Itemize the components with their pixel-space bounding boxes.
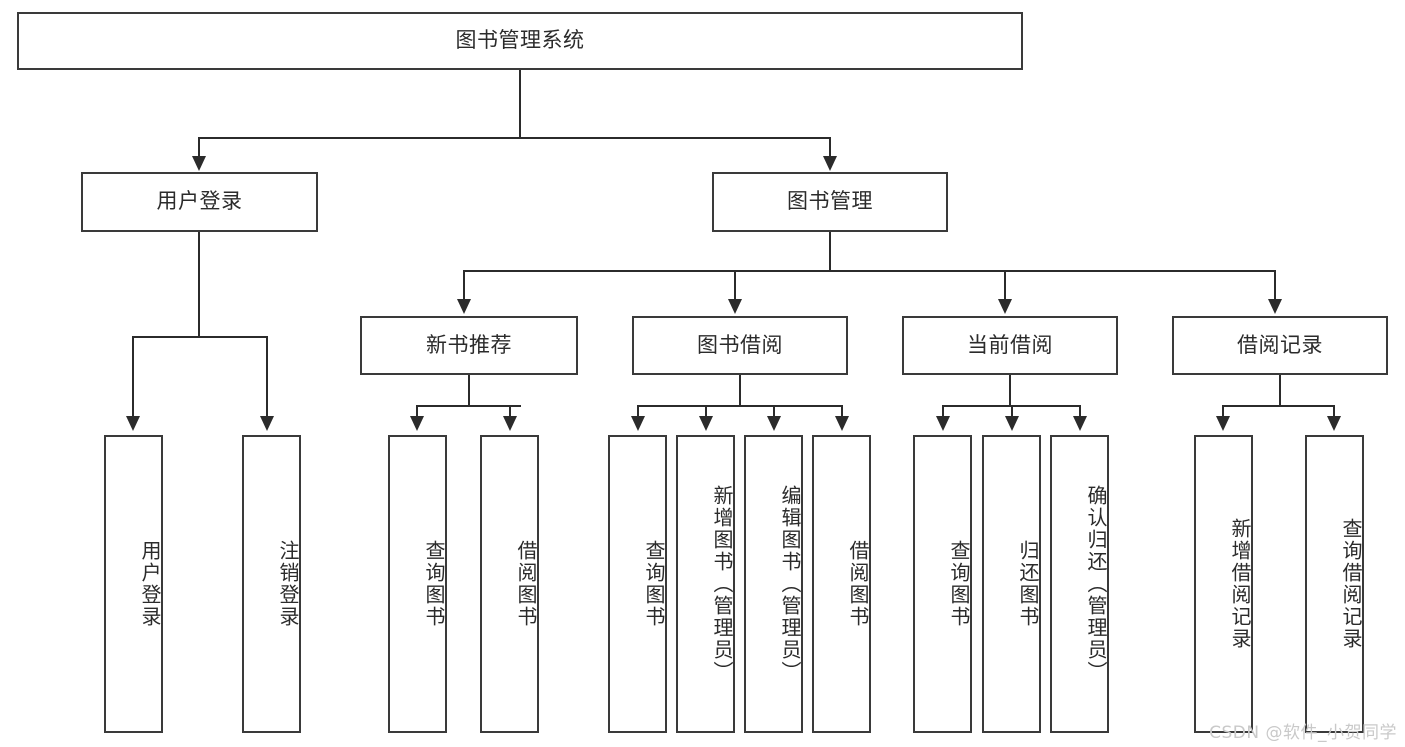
csdn-watermark: CSDN @软件_小贺同学 [1209, 723, 1397, 743]
leaf-user-login-logout[interactable]: 注销登录 [242, 435, 301, 733]
node-label: 注销登录 [276, 540, 300, 628]
arrowhead-book-borrow-to-leaf-2 [699, 416, 713, 431]
arrowhead-current-borrow-to-leaf-2 [1005, 416, 1019, 431]
node-new-book-recommend[interactable]: 新书推荐 [360, 316, 578, 375]
connector-root-bus [198, 137, 831, 139]
connector-current-borrow-to-leaf-2 [1011, 405, 1013, 418]
leaf-current-borrow-confirm[interactable]: 确认归还（管理员） [1050, 435, 1109, 733]
node-label: 查询图书 [422, 540, 446, 628]
node-label: 借阅图书 [514, 540, 538, 628]
leaf-new-book-query[interactable]: 查询图书 [388, 435, 447, 733]
arrowhead-root-to-book-manage [823, 156, 837, 171]
leaf-book-borrow-borrow[interactable]: 借阅图书 [812, 435, 871, 733]
node-label: 新书推荐 [426, 332, 512, 357]
connector-user-login-to-leaf-1 [132, 336, 134, 418]
arrowhead-new-book-to-leaf-2 [503, 416, 517, 431]
connector-to-borrow-record [1274, 270, 1276, 301]
connector-to-book-borrow [734, 270, 736, 301]
arrowhead-to-new-book [457, 299, 471, 314]
connector-root-to-user-login [198, 137, 200, 159]
node-current-borrow[interactable]: 当前借阅 [902, 316, 1118, 375]
connector-book-manage-bus [463, 270, 1275, 272]
node-borrow-record[interactable]: 借阅记录 [1172, 316, 1388, 375]
leaf-book-borrow-add[interactable]: 新增图书（管理员） [676, 435, 735, 733]
node-label: 借阅图书 [846, 540, 870, 628]
connector-to-current-borrow [1004, 270, 1006, 301]
node-root-system[interactable]: 图书管理系统 [17, 12, 1023, 70]
node-label: 借阅记录 [1237, 332, 1323, 357]
connector-book-borrow-to-leaf-2 [705, 405, 707, 418]
node-label: 新增图书（管理员） [710, 485, 734, 683]
leaf-borrow-record-query[interactable]: 查询借阅记录 [1305, 435, 1364, 733]
connector-borrow-record-to-leaf-1 [1222, 405, 1224, 418]
node-label: 图书管理 [787, 189, 873, 214]
arrowhead-new-book-to-leaf-1 [410, 416, 424, 431]
connector-book-manage-stem [829, 232, 831, 271]
connector-book-borrow-stem [739, 375, 741, 406]
node-label: 查询图书 [947, 540, 971, 628]
node-label: 编辑图书（管理员） [778, 485, 802, 683]
node-label: 查询借阅记录 [1339, 518, 1363, 650]
arrowhead-borrow-record-to-leaf-1 [1216, 416, 1230, 431]
node-book-borrow[interactable]: 图书借阅 [632, 316, 848, 375]
leaf-current-borrow-query[interactable]: 查询图书 [913, 435, 972, 733]
leaf-current-borrow-return[interactable]: 归还图书 [982, 435, 1041, 733]
arrowhead-book-borrow-to-leaf-4 [835, 416, 849, 431]
arrowhead-to-borrow-record [1268, 299, 1282, 314]
arrowhead-book-borrow-to-leaf-3 [767, 416, 781, 431]
node-label: 归还图书 [1016, 540, 1040, 628]
connector-to-new-book [463, 270, 465, 301]
arrowhead-to-book-borrow [728, 299, 742, 314]
leaf-borrow-record-add[interactable]: 新增借阅记录 [1194, 435, 1253, 733]
arrowhead-to-current-borrow [998, 299, 1012, 314]
node-label: 新增借阅记录 [1228, 518, 1252, 650]
connector-book-borrow-to-leaf-4 [841, 405, 843, 418]
connector-current-borrow-to-leaf-3 [1079, 405, 1081, 418]
connector-borrow-record-to-leaf-2 [1333, 405, 1335, 418]
connector-user-login-bus [132, 336, 267, 338]
leaf-book-borrow-query[interactable]: 查询图书 [608, 435, 667, 733]
arrowhead-book-borrow-to-leaf-1 [631, 416, 645, 431]
node-book-management[interactable]: 图书管理 [712, 172, 948, 232]
connector-user-login-to-leaf-2 [266, 336, 268, 418]
connector-root-stem [519, 70, 521, 138]
leaf-new-book-borrow[interactable]: 借阅图书 [480, 435, 539, 733]
node-label: 图书管理系统 [455, 28, 585, 53]
connector-new-book-to-leaf-2 [509, 405, 511, 418]
connector-new-book-to-leaf-1 [416, 405, 418, 418]
connector-borrow-record-stem [1279, 375, 1281, 406]
connector-book-borrow-to-leaf-1 [637, 405, 639, 418]
connector-root-to-book-manage [829, 137, 831, 159]
connector-new-book-stem [468, 375, 470, 406]
connector-book-borrow-bus [637, 405, 842, 407]
arrowhead-current-borrow-to-leaf-1 [936, 416, 950, 431]
node-label: 用户登录 [156, 189, 243, 214]
connector-borrow-record-bus [1222, 405, 1334, 407]
arrowhead-borrow-record-to-leaf-2 [1327, 416, 1341, 431]
connector-current-borrow-to-leaf-1 [942, 405, 944, 418]
connector-book-borrow-to-leaf-3 [773, 405, 775, 418]
node-label: 确认归还（管理员） [1084, 485, 1108, 683]
connector-new-book-bus [416, 405, 521, 407]
leaf-user-login-login[interactable]: 用户登录 [104, 435, 163, 733]
connector-current-borrow-stem [1009, 375, 1011, 406]
connector-user-login-stem [198, 232, 200, 337]
node-label: 当前借阅 [967, 332, 1053, 357]
leaf-book-borrow-edit[interactable]: 编辑图书（管理员） [744, 435, 803, 733]
node-label: 用户登录 [138, 540, 162, 628]
arrowhead-current-borrow-to-leaf-3 [1073, 416, 1087, 431]
node-label: 查询图书 [642, 540, 666, 628]
arrowhead-user-login-to-leaf-1 [126, 416, 140, 431]
arrowhead-user-login-to-leaf-2 [260, 416, 274, 431]
arrowhead-root-to-user-login [192, 156, 206, 171]
node-label: 图书借阅 [697, 332, 783, 357]
node-user-login[interactable]: 用户登录 [81, 172, 318, 232]
